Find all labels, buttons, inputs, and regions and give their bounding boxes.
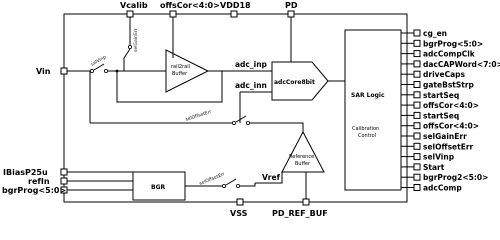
pd-ref-buf-pin [302,198,310,206]
right-port-pin [413,142,421,150]
right-port-label: adcComp [423,184,462,193]
right-port-pin [413,111,421,119]
vss-label: VSS [230,209,248,218]
vss-pin [236,198,244,206]
right-port-pin [413,163,421,171]
bgr-switch-arm [225,178,237,186]
selvinp-switch-arm [93,63,105,71]
selvinp-switch-node-b [104,69,109,74]
ibias-pin [60,168,68,176]
seloffseterr-switch-node-a [231,121,236,126]
adc-block-diagram: Vcalib offsCor<4:0> VDD18 PD VSS PD_REF_… [2,1,500,218]
refin-label: refIn [28,177,50,186]
bgr-label: BGR [151,184,165,191]
right-port-pin [413,132,421,140]
right-port-label: Start [423,163,445,172]
sar-logic-label: SAR Logic [351,92,385,99]
vref-label: Vref [262,173,281,182]
bgrprog-label: bgrProg<5:0> [2,186,66,195]
reference-buffer-label-1: Reference [289,154,314,160]
right-port-pin [413,50,421,58]
right-port-pin [413,81,421,88]
selvinp-switch-node-a [90,69,95,74]
right-port-label: dacCAPWord<7:0> [423,60,500,69]
sar-logic-block [344,29,402,191]
bgr-switch-label: selOffsetErr [199,171,226,187]
buffer-feedback-wire [116,71,223,103]
vref-wire [255,172,283,184]
seloffseterr-output-wire [250,122,304,132]
right-port-label: selOffsetErr [423,142,474,151]
pd-ref-buf-label: PD_REF_BUF [272,209,328,218]
pd-pin [287,10,295,18]
selgainerr-switch-arm [123,48,131,59]
offscor-pin [169,10,177,18]
reference-buffer [281,130,325,173]
right-port-label: gateBstStrp [423,81,475,90]
selvinp-switch-label: selVinp [90,54,107,68]
bgr-switch-node-b [235,183,240,188]
bgr-switch-node-a [221,183,226,188]
calibration-label-2: Control [358,133,376,139]
adccore8bit-block [271,61,329,101]
rail2rail-buffer-label-1: rail2rail [171,64,190,70]
seloffseterr-switch-node-b [245,121,250,126]
right-port-label: startSeq [423,91,459,100]
vin-pin [60,67,68,75]
right-port-pin [413,91,421,99]
reference-buffer-label-2: Buffer [295,161,311,167]
adccore8bit-label: adcCore8bit [274,79,315,86]
seloffseterr-switch-label: selOffsetErr [185,109,213,123]
refin-pin [60,177,68,185]
right-port-label: adcCompClk [423,50,476,59]
right-port-pin [413,122,421,130]
right-port-pin [413,70,421,78]
bgr-to-vref-wire [240,183,256,187]
right-port-pin [413,153,421,161]
pd-label: PD [285,1,298,10]
right-port-label: cg_en [423,29,447,38]
right-port-label: bgrProg2<5:0> [423,173,488,182]
vin-label: Vin [36,67,51,76]
right-port-pin [413,60,421,68]
bgr-block [132,171,186,201]
seloffseterr-switch-arm [235,115,247,123]
vcalib-switch-node [127,45,132,50]
right-port-label: driveCaps [423,70,466,79]
ibias-label: IBiasP25u [3,168,48,177]
right-port-pin [413,101,421,109]
vdd18-label: VDD18 [220,1,251,10]
right-port-pin [413,29,421,37]
calibration-label-1: Calibration [352,126,379,132]
right-port-pin [413,39,421,47]
adc-inp-label: adc_inp [235,60,268,69]
right-port-label: selVinp [423,153,455,162]
right-port-pin [413,184,421,191]
right-port-pin [413,173,421,181]
vdd18-pin [230,10,238,18]
rail2rail-buffer [165,49,210,93]
right-port-label: offsCor<4:0> [423,101,479,110]
vcalib-label: Vcalib [120,1,148,10]
right-port-label: bgrProg<5:0> [423,39,483,48]
selgainerr-switch-label: selGainErr [133,28,139,52]
vcalib-pin [126,10,134,18]
right-port-label: selGainErr [423,132,467,141]
rail2rail-buffer-label-2: Buffer [172,71,188,77]
buffer-feedback-dot [115,69,119,73]
right-port-label: startSeq [423,111,459,120]
right-port-label: offsCor<4:0> [423,122,479,131]
adc-inn-label: adc_inn [235,81,267,90]
offscor-label: offsCor<4:0> [160,1,220,10]
